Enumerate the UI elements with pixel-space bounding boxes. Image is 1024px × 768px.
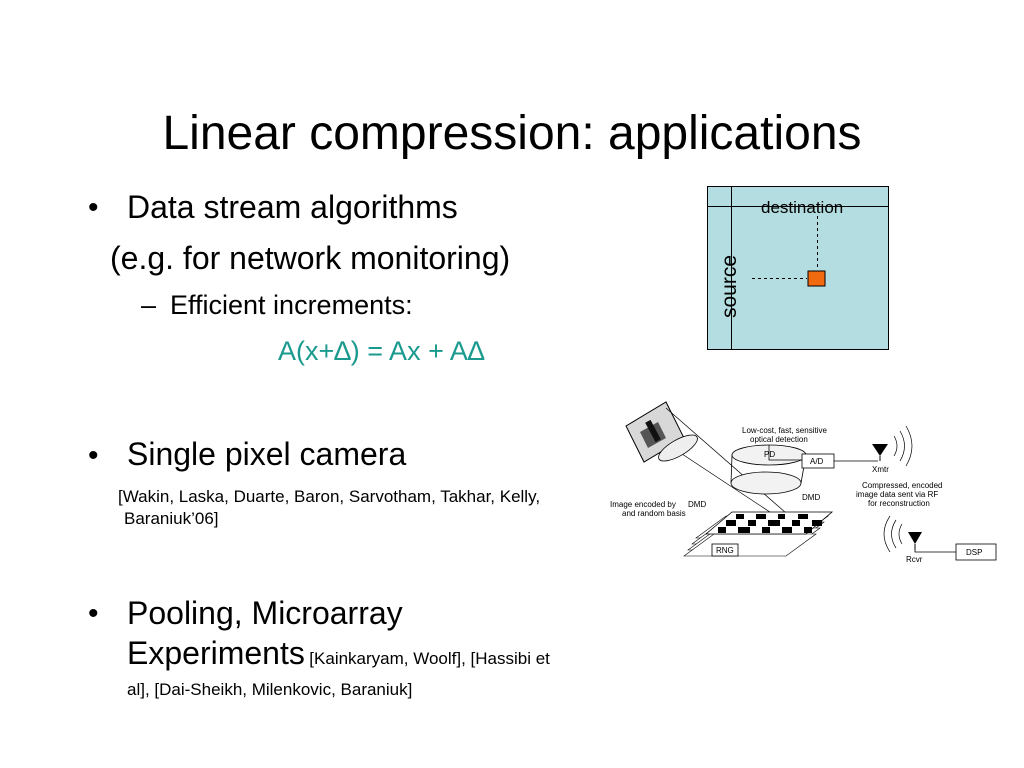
rcvr-antenna — [883, 515, 922, 553]
detector-lens-bottom — [730, 471, 802, 495]
slide-title: Linear compression: applications — [162, 107, 862, 160]
image-encoded-label-2: and random basis — [622, 509, 686, 518]
compressed-label-2: image data sent via RF — [856, 490, 938, 499]
lens — [658, 434, 698, 462]
detection-label-1: Low-cost, fast, sensitive — [742, 426, 827, 435]
camera-citation-line1: [Wakin, Laska, Duarte, Baron, Sarvotham,… — [118, 487, 541, 506]
compressed-label-1: Compressed, encoded — [862, 481, 943, 490]
bullet-single-pixel-camera: Single pixel camera — [127, 436, 407, 472]
dsp-label: DSP — [966, 548, 982, 557]
camera-citation-line2: Baraniuk’06] — [124, 509, 219, 528]
sub-bullet-efficient-increments: Efficient increments: — [170, 290, 413, 320]
increment-equation: A(x+∆) = Ax + A∆ — [278, 336, 485, 366]
bullet-pooling-microarray: Pooling, Microarray — [127, 595, 403, 631]
bullet-data-stream: Data stream algorithms — [127, 189, 458, 225]
xmtr-label: Xmtr — [872, 465, 889, 474]
image-encoded-label-1: Image encoded by — [610, 500, 676, 509]
bullet-marker: • — [88, 597, 99, 630]
source-label: source — [718, 254, 741, 318]
bullet-marker: • — [88, 439, 99, 472]
pd-label: PD — [764, 450, 775, 459]
matrix-entry-marker — [807, 270, 826, 287]
pooling-citation-inline: [Kainkaryam, Woolf], [Hassibi et — [309, 649, 550, 668]
subject-photo — [625, 401, 685, 463]
matrix-background — [707, 186, 889, 350]
compressed-label-3: for reconstruction — [868, 499, 930, 508]
rng-label: RNG — [716, 546, 734, 555]
bullet-marker: • — [88, 191, 99, 224]
single-pixel-camera-diagram: Low-cost, fast, sensitive optical detect… — [606, 398, 1002, 570]
dsp-box — [955, 543, 997, 561]
ad-label: A/D — [810, 457, 824, 466]
destination-label: destination — [761, 198, 844, 217]
bullet-experiments: Experiments — [127, 635, 305, 671]
detection-label-2: optical detection — [750, 435, 808, 444]
pooling-citation-line2: al], [Dai-Sheikh, Milenkovic, Baraniuk] — [127, 680, 413, 699]
rng-box — [711, 543, 739, 557]
matrix-diagram — [707, 186, 889, 350]
bullet-data-stream-example: (e.g. for network monitoring) — [110, 240, 511, 276]
dmd-left-label: DMD — [688, 500, 706, 509]
bullet-experiments-line: Experiments [Kainkaryam, Woolf], [Hassib… — [127, 634, 550, 672]
rcvr-label: Rcvr — [906, 555, 923, 564]
dmd-array — [683, 511, 834, 557]
light-ray-top — [665, 407, 795, 521]
sub-bullet-marker: – — [141, 290, 157, 320]
xmtr-antenna — [872, 425, 913, 467]
dmd-top-label: DMD — [802, 493, 820, 502]
